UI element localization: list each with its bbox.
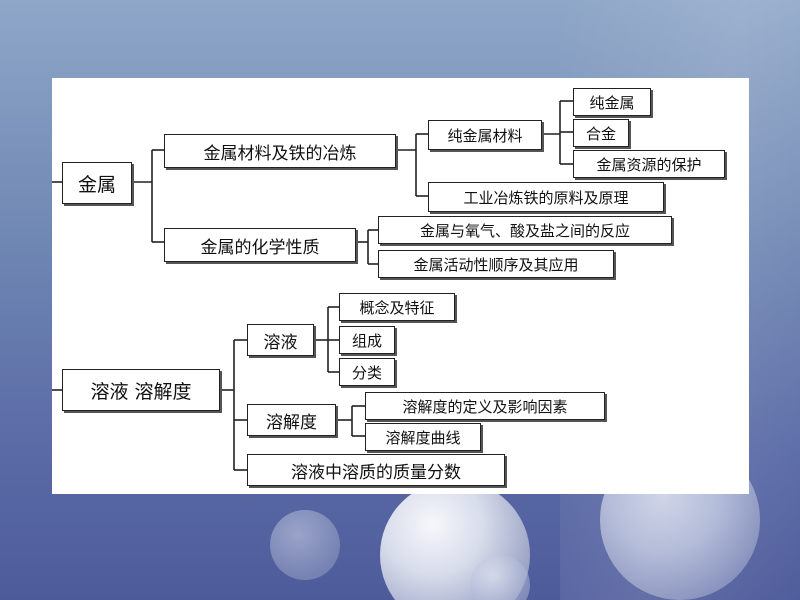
node-solubility-definition: 溶解度的定义及影响因素 (365, 392, 605, 420)
node-metal-reactions: 金属与氧气、酸及盐之间的反应 (378, 216, 672, 244)
node-pure-metal: 纯金属 (573, 88, 651, 116)
node-industrial-iron-smelting: 工业冶炼铁的原料及原理 (428, 182, 664, 212)
node-alloy: 合金 (573, 119, 629, 147)
node-composition: 组成 (339, 326, 395, 354)
node-metal-root: 金属 (62, 162, 132, 204)
node-metal-resource-protection: 金属资源的保护 (573, 150, 725, 178)
node-solubility: 溶解度 (247, 404, 336, 436)
node-classification: 分类 (339, 358, 395, 386)
node-solute-mass-fraction: 溶液中溶质的质量分数 (247, 454, 505, 486)
node-pure-metal-materials: 纯金属材料 (428, 120, 542, 150)
node-metal-materials-smelting: 金属材料及铁的冶炼 (164, 134, 396, 168)
concept-map-panel: 金属 金属材料及铁的冶炼 纯金属材料 纯金属 合金 金属资源的保护 工业冶炼铁的… (52, 78, 749, 494)
node-concept-features: 概念及特征 (339, 293, 455, 321)
node-solubility-curve: 溶解度曲线 (365, 423, 481, 451)
decorative-sphere (270, 510, 340, 580)
decorative-sphere (470, 555, 530, 600)
node-solution-solubility-root: 溶液 溶解度 (62, 369, 220, 411)
node-activity-series: 金属活动性顺序及其应用 (378, 250, 614, 278)
connector-lines (52, 100, 573, 471)
node-metal-chemical-properties: 金属的化学性质 (164, 228, 356, 262)
node-solution: 溶液 (247, 324, 314, 356)
